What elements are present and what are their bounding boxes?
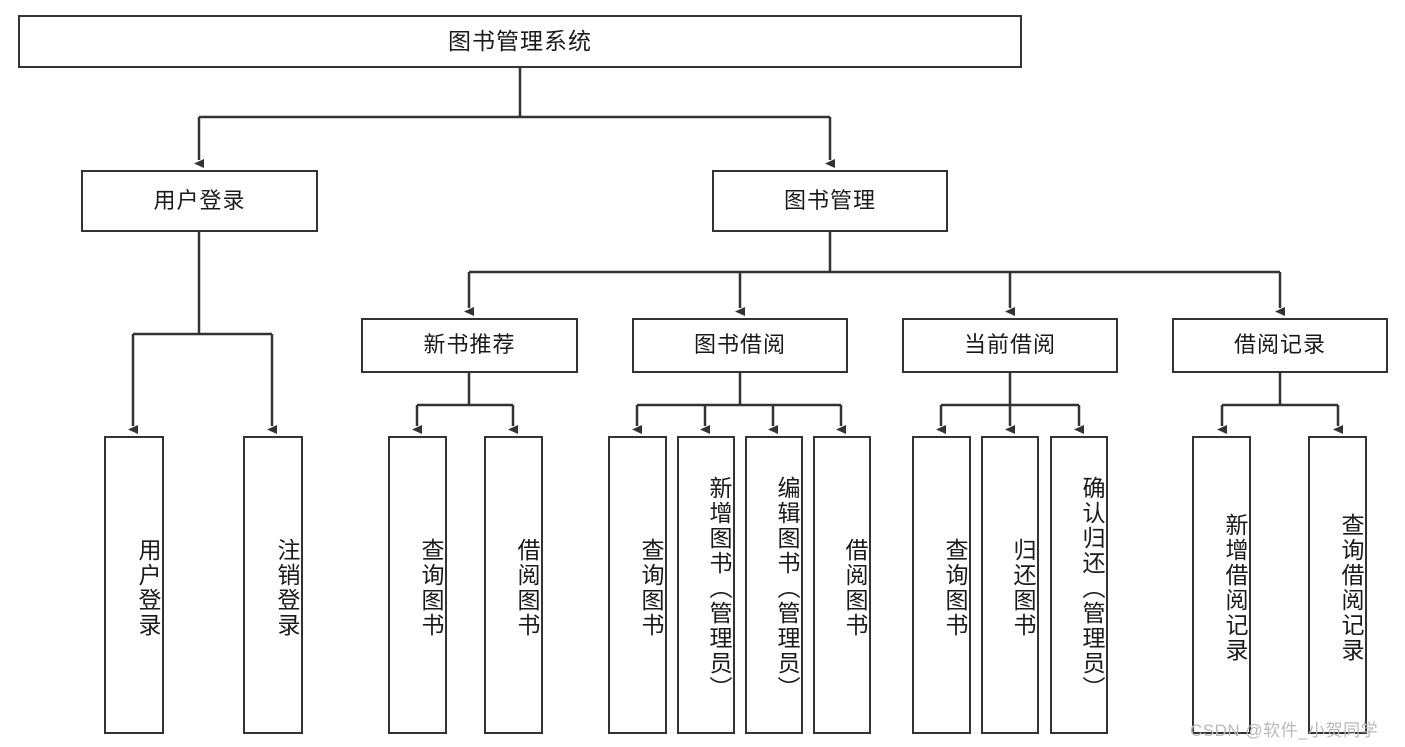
- node-label: 借阅记录: [1233, 332, 1326, 358]
- edge-borrow-record-to-leaves: [1217, 373, 1343, 434]
- node-label: 查询图书: [418, 538, 444, 638]
- node-book-manage[interactable]: 图书管理: [712, 170, 948, 232]
- node-label: 图书管理系统: [448, 27, 592, 54]
- node-label: 用户登录: [153, 187, 246, 213]
- node-label: 编辑图书（管理员）: [774, 475, 800, 701]
- node-new-book-recommend[interactable]: 新书推荐: [361, 318, 578, 373]
- leaf-query-book-current[interactable]: 查询图书: [912, 436, 971, 734]
- edge-new-book-recommend-to-leaves: [412, 373, 518, 434]
- node-label: 图书管理: [783, 187, 876, 213]
- leaf-user-logout[interactable]: 注销登录: [243, 436, 303, 734]
- leaf-query-book-borrow[interactable]: 查询图书: [608, 436, 667, 734]
- node-borrow-record[interactable]: 借阅记录: [1172, 318, 1388, 373]
- edge-book-borrow-to-leaves: [632, 373, 846, 434]
- leaf-borrow-book-recommend[interactable]: 借阅图书: [484, 436, 543, 734]
- node-label: 查询借阅记录: [1338, 513, 1364, 663]
- node-label: 图书借阅: [693, 332, 786, 358]
- node-book-borrow[interactable]: 图书借阅: [632, 318, 848, 373]
- node-label: 用户登录: [135, 538, 161, 638]
- node-label: 借阅图书: [842, 538, 868, 638]
- node-label: 新增图书（管理员）: [706, 475, 732, 701]
- leaf-query-book-recommend[interactable]: 查询图书: [388, 436, 447, 734]
- leaf-add-borrow-record[interactable]: 新增借阅记录: [1192, 436, 1251, 734]
- node-label: 查询图书: [942, 538, 968, 638]
- leaf-return-book[interactable]: 归还图书: [981, 436, 1039, 734]
- csdn-watermark: CSDN @软件_小贺同学: [1190, 721, 1379, 740]
- node-current-borrow[interactable]: 当前借阅: [902, 318, 1118, 373]
- node-label: 确认归还（管理员）: [1079, 475, 1105, 701]
- node-label: 新书推荐: [423, 332, 516, 358]
- node-label: 借阅图书: [514, 538, 540, 638]
- leaf-confirm-return[interactable]: 确认归还（管理员）: [1050, 436, 1108, 734]
- node-label: 注销登录: [274, 538, 300, 638]
- node-label: 新增借阅记录: [1222, 513, 1248, 663]
- node-label: 查询图书: [638, 538, 664, 638]
- leaf-query-borrow-record[interactable]: 查询借阅记录: [1308, 436, 1367, 734]
- leaf-edit-book[interactable]: 编辑图书（管理员）: [745, 436, 803, 734]
- node-label: 归还图书: [1010, 538, 1036, 638]
- leaf-add-book[interactable]: 新增图书（管理员）: [677, 436, 735, 734]
- edge-root-to-level2: [194, 68, 835, 168]
- node-label: 当前借阅: [963, 332, 1056, 358]
- leaf-user-login[interactable]: 用户登录: [104, 436, 164, 734]
- leaf-borrow-book[interactable]: 借阅图书: [813, 436, 871, 734]
- node-user-login[interactable]: 用户登录: [81, 170, 318, 232]
- node-root-book-management-system[interactable]: 图书管理系统: [18, 15, 1022, 68]
- edge-user-login-to-leaves: [128, 232, 277, 434]
- edge-book-manage-to-level3: [464, 232, 1285, 316]
- edge-current-borrow-to-leaves: [936, 373, 1084, 434]
